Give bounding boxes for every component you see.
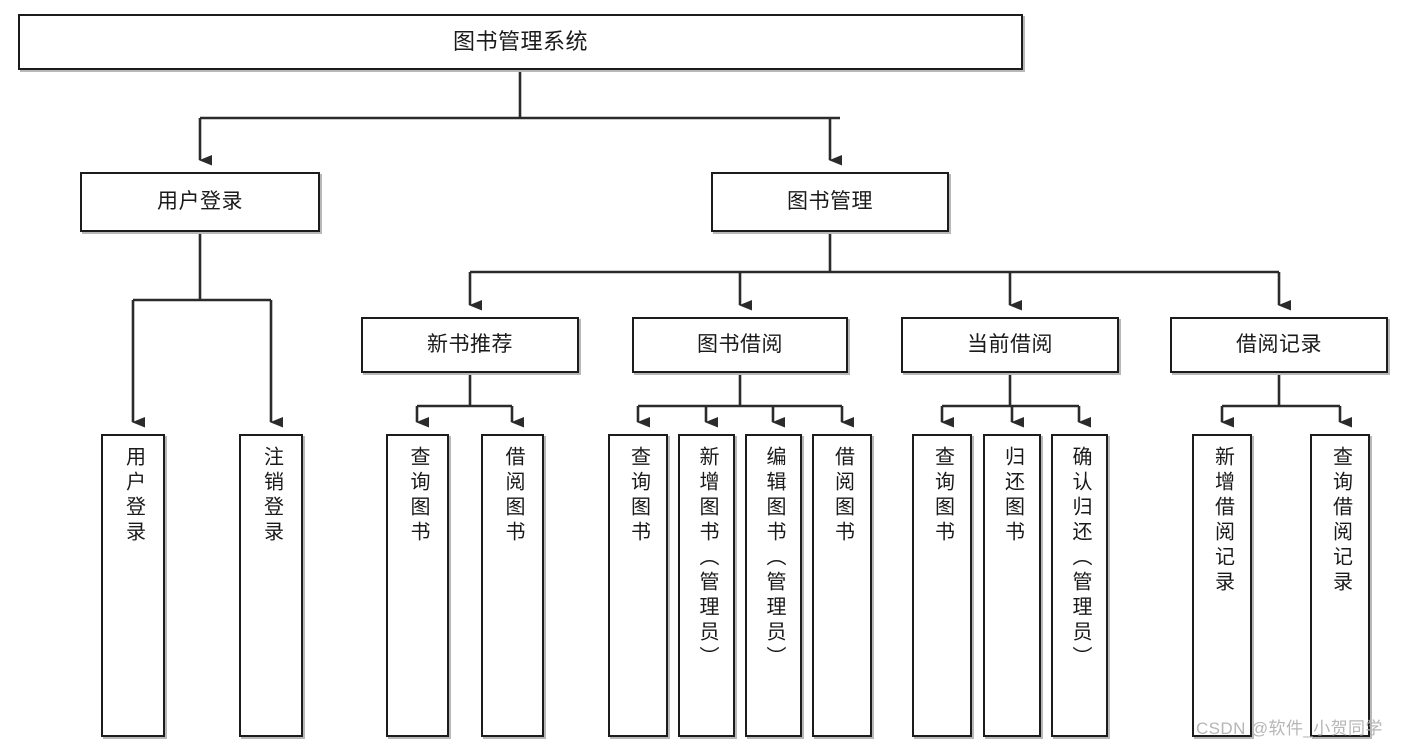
leaf-add-book[interactable]: 新增图书（管理员） (678, 434, 735, 737)
leaf-borrow-book-1[interactable]: 借阅图书 (481, 434, 544, 737)
leaf-return-book-label: 归还图书 (1001, 446, 1024, 546)
leaf-return-book[interactable]: 归还图书 (983, 434, 1041, 737)
node-root-label: 图书管理系统 (452, 29, 588, 55)
leaf-query-record-label: 查询借阅记录 (1329, 446, 1352, 596)
leaf-query-book-2-label: 查询图书 (627, 446, 650, 546)
leaf-query-book-3-label: 查询图书 (931, 446, 954, 546)
node-current-borrow[interactable]: 当前借阅 (901, 317, 1119, 373)
leaf-query-record[interactable]: 查询借阅记录 (1310, 434, 1370, 737)
node-user-login[interactable]: 用户登录 (80, 172, 320, 232)
leaf-query-book-1-label: 查询图书 (407, 446, 429, 546)
leaf-query-book-1[interactable]: 查询图书 (386, 434, 449, 737)
node-new-book-recommend[interactable]: 新书推荐 (361, 317, 579, 373)
node-root[interactable]: 图书管理系统 (18, 14, 1023, 70)
node-book-borrow[interactable]: 图书借阅 (632, 317, 848, 373)
leaf-borrow-book-2[interactable]: 借阅图书 (812, 434, 872, 737)
leaf-add-book-label: 新增图书（管理员） (696, 446, 718, 671)
leaf-borrow-book-1-label: 借阅图书 (502, 446, 524, 546)
leaf-query-book-2[interactable]: 查询图书 (608, 434, 668, 737)
leaf-confirm-return-label: 确认归还（管理员） (1069, 446, 1091, 671)
leaf-logout[interactable]: 注销登录 (239, 434, 303, 737)
leaf-edit-book[interactable]: 编辑图书（管理员） (745, 434, 802, 737)
node-book-manage-label: 图书管理 (787, 189, 873, 213)
node-borrow-record[interactable]: 借阅记录 (1170, 317, 1388, 373)
csdn-watermark: CSDN @软件_小贺同学 (1196, 719, 1383, 738)
leaf-borrow-book-2-label: 借阅图书 (831, 446, 854, 546)
leaf-query-book-3[interactable]: 查询图书 (912, 434, 972, 737)
leaf-add-record[interactable]: 新增借阅记录 (1192, 434, 1252, 737)
leaf-logout-label: 注销登录 (260, 446, 283, 546)
leaf-user-login-label: 用户登录 (122, 446, 145, 546)
node-book-borrow-label: 图书借阅 (697, 332, 783, 356)
leaf-user-login[interactable]: 用户登录 (101, 434, 165, 737)
leaf-confirm-return[interactable]: 确认归还（管理员） (1051, 434, 1108, 737)
node-book-manage[interactable]: 图书管理 (711, 172, 949, 232)
node-current-borrow-label: 当前借阅 (967, 332, 1053, 356)
leaf-add-record-label: 新增借阅记录 (1211, 446, 1234, 596)
node-user-login-label: 用户登录 (157, 189, 243, 213)
node-borrow-record-label: 借阅记录 (1236, 332, 1322, 356)
leaf-edit-book-label: 编辑图书（管理员） (763, 446, 785, 671)
node-new-book-recommend-label: 新书推荐 (427, 332, 513, 356)
